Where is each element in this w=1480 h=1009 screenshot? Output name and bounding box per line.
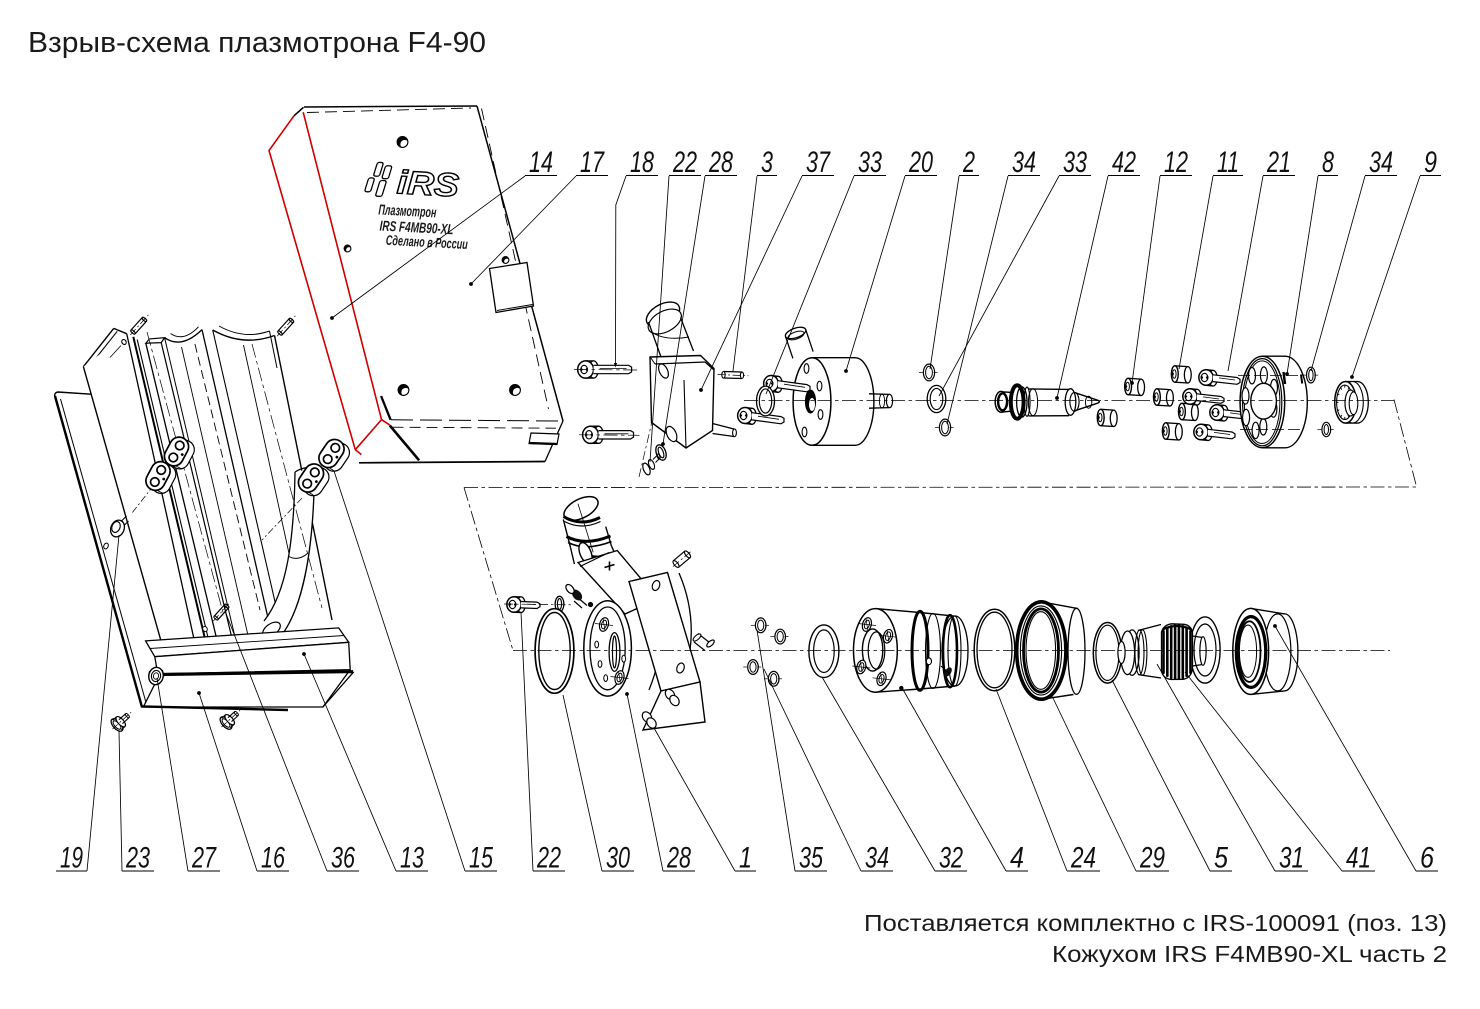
- svg-text:36: 36: [331, 842, 355, 875]
- svg-text:17: 17: [580, 146, 605, 179]
- svg-text:28: 28: [708, 146, 733, 179]
- svg-text:28: 28: [666, 842, 691, 875]
- svg-text:11: 11: [1217, 146, 1239, 179]
- svg-text:15: 15: [469, 842, 493, 875]
- svg-text:34: 34: [865, 842, 889, 875]
- svg-text:21: 21: [1266, 146, 1291, 179]
- svg-text:14: 14: [529, 146, 553, 179]
- svg-text:27: 27: [191, 842, 217, 875]
- svg-text:33: 33: [1063, 146, 1087, 179]
- svg-text:23: 23: [125, 842, 150, 875]
- svg-text:29: 29: [1139, 842, 1165, 875]
- svg-text:37: 37: [806, 146, 831, 179]
- svg-text:4: 4: [1010, 842, 1024, 875]
- svg-text:Взрыв-схема плазмотрона F4-90: Взрыв-схема плазмотрона F4-90: [28, 27, 486, 59]
- svg-text:35: 35: [799, 842, 823, 875]
- svg-text:IRS F4MB90-XL: IRS F4MB90-XL: [379, 218, 454, 238]
- svg-text:8: 8: [1322, 146, 1334, 179]
- svg-text:9: 9: [1424, 146, 1437, 179]
- svg-text:Поставляется комплектно с IRS-: Поставляется комплектно с IRS-100091 (по…: [864, 910, 1447, 936]
- svg-text:42: 42: [1112, 146, 1136, 179]
- svg-text:30: 30: [606, 842, 630, 875]
- svg-text:20: 20: [908, 146, 933, 179]
- svg-text:Сделано в России: Сделано в России: [385, 232, 468, 252]
- svg-text:3: 3: [761, 146, 773, 179]
- svg-text:1: 1: [739, 842, 752, 875]
- svg-text:18: 18: [630, 146, 654, 179]
- svg-text:34: 34: [1012, 146, 1036, 179]
- svg-text:22: 22: [536, 842, 561, 875]
- svg-text:2: 2: [962, 146, 975, 179]
- svg-text:41: 41: [1346, 842, 1371, 875]
- svg-text:33: 33: [858, 146, 882, 179]
- svg-text:5: 5: [1214, 842, 1228, 875]
- svg-text:iRS: iRS: [396, 163, 460, 203]
- svg-text:32: 32: [939, 842, 963, 875]
- svg-text:31: 31: [1279, 842, 1304, 875]
- svg-text:24: 24: [1070, 842, 1096, 875]
- svg-text:16: 16: [261, 842, 285, 875]
- svg-text:Кожухом IRS F4MB90-XL часть 2: Кожухом IRS F4MB90-XL часть 2: [1052, 941, 1447, 967]
- svg-text:12: 12: [1164, 146, 1188, 179]
- svg-text:19: 19: [60, 842, 83, 875]
- svg-text:Плазмотрон: Плазмотрон: [378, 202, 437, 221]
- svg-text:22: 22: [672, 146, 697, 179]
- svg-text:13: 13: [400, 842, 424, 875]
- svg-text:6: 6: [1420, 842, 1434, 875]
- svg-text:34: 34: [1369, 146, 1393, 179]
